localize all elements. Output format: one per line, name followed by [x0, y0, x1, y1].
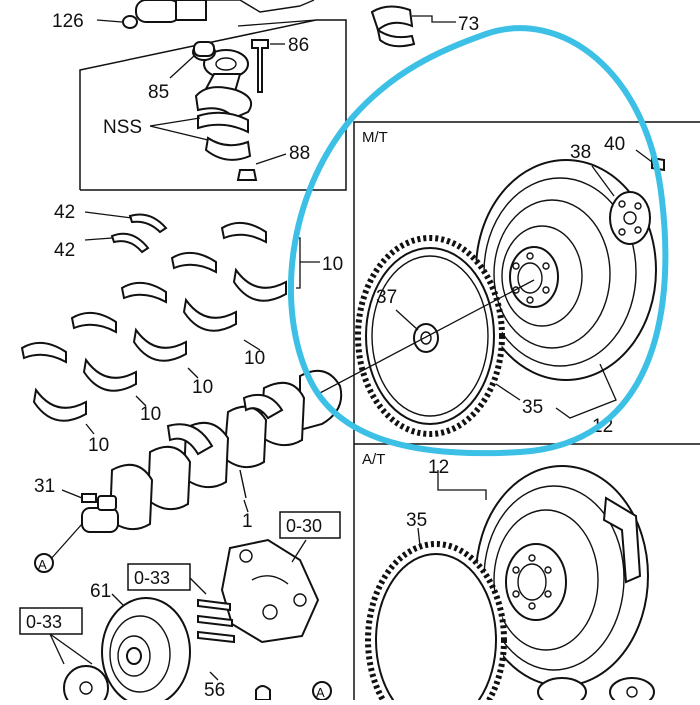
ref-a-left-label: A [38, 557, 47, 572]
mt-center-axis [317, 279, 535, 395]
box-0-33-b-label: 0-33 [26, 612, 62, 632]
label-nss: NSS [103, 117, 142, 138]
at-ring-gear [365, 527, 507, 705]
label-10-b: 10 [192, 377, 213, 398]
at-lower-plates [537, 677, 655, 705]
conrod-frame [79, 19, 347, 191]
label-42-top: 42 [54, 202, 75, 223]
label-10-main: 10 [322, 254, 343, 275]
label-42-bottom: 42 [54, 240, 75, 261]
bolt-56 [255, 685, 271, 701]
label-61: 61 [90, 581, 111, 602]
label-88: 88 [289, 143, 310, 164]
ref-a-bottom-label: A [316, 685, 325, 700]
mt-plate-38 [591, 165, 651, 245]
conrod-bearing [197, 111, 252, 161]
woodruff-key-31 [61, 489, 97, 503]
at-flexplate [475, 465, 649, 687]
crank-pulley-61 [101, 593, 191, 705]
label-10-d: 10 [88, 435, 109, 456]
bracket-bolts [197, 598, 235, 644]
label-10-c: 10 [140, 404, 161, 425]
mt-pilot-bearing-37 [395, 309, 439, 353]
label-40: 40 [604, 134, 625, 155]
box-0-30 [279, 511, 341, 539]
piston-pin-group [96, 0, 315, 29]
box-0-33-a-label: 0-33 [134, 568, 170, 588]
label-35-mt: 35 [522, 397, 543, 418]
mt-section [353, 121, 700, 700]
label-38: 38 [570, 142, 591, 163]
label-12-at: 12 [428, 457, 449, 478]
highlight-circle [288, 25, 669, 457]
section-at: A/T [362, 451, 385, 468]
label-73: 73 [458, 14, 479, 35]
main-bearings-10 [20, 221, 287, 422]
label-1: 1 [242, 511, 253, 532]
conrod-bolt-86 [251, 39, 285, 93]
box-0-30-label: 0-30 [286, 516, 322, 536]
box-0-33-a [127, 563, 191, 591]
bearing-clip-73 [370, 5, 456, 48]
label-85: 85 [148, 82, 169, 103]
label-31: 31 [34, 476, 55, 497]
thrust-washers-42 [84, 211, 168, 254]
label-56: 56 [204, 680, 225, 700]
section-mt: M/T [362, 129, 388, 146]
conrod-nut-88 [236, 153, 287, 181]
label-10-a: 10 [244, 348, 265, 369]
pulley-washer [63, 665, 109, 705]
label-35-at: 35 [406, 510, 427, 531]
engine-bracket [220, 538, 320, 644]
label-86: 86 [288, 35, 309, 56]
ref-a-left [34, 523, 83, 573]
connecting-rod [192, 41, 252, 120]
label-37: 37 [376, 287, 397, 308]
label-126: 126 [52, 11, 84, 32]
